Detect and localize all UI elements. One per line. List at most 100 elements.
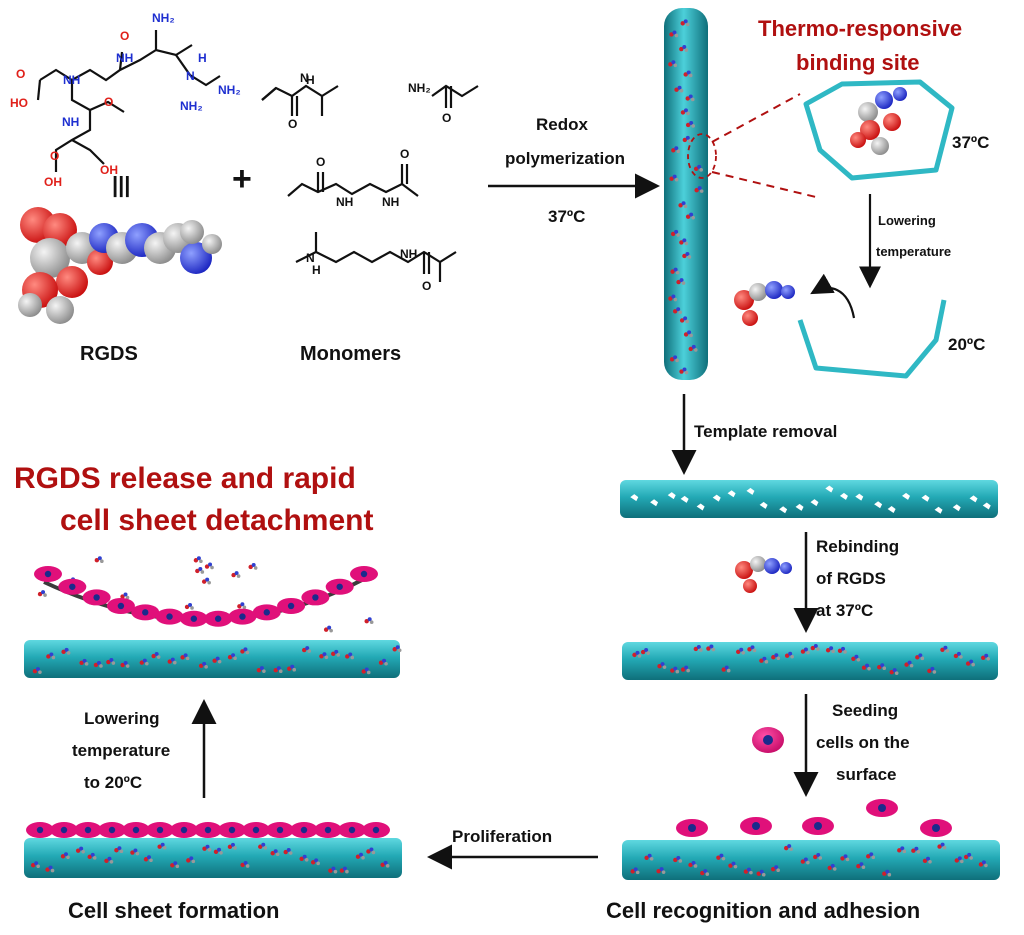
rgds-mini-molecule: [688, 860, 698, 868]
rgds-mini-molecule: [680, 19, 690, 27]
chem-nh2: NH₂: [152, 11, 175, 25]
chem-n: N: [186, 69, 195, 83]
cavity-mark: [727, 490, 736, 498]
cavity-mark: [921, 494, 930, 502]
chem-h: H: [312, 263, 321, 277]
rod-bound-rgds-markers: [668, 19, 704, 375]
rgds-mini-molecule: [940, 645, 950, 653]
cavity-mark: [630, 494, 639, 502]
rgds-mini-molecule: [212, 656, 222, 664]
rgds-mini-molecule: [106, 658, 116, 665]
label-polymerization: polymerization: [505, 149, 625, 168]
label-monomers: Monomers: [300, 343, 401, 365]
rgds-mini-molecule: [837, 646, 847, 654]
adhesion-rgds-marks: [630, 842, 988, 877]
rgds-mini-molecule: [680, 108, 690, 116]
rgds-mini-molecule: [678, 201, 688, 209]
rgds-mini-molecule: [866, 852, 876, 860]
rgds-mini-molecule: [937, 842, 947, 850]
rgds-mini-molecule: [630, 867, 640, 875]
rgds-mini-molecule: [694, 186, 704, 193]
chem-nh: NH: [116, 51, 133, 65]
rgds-mini-molecule: [157, 842, 167, 850]
cavity-mark: [680, 495, 689, 503]
detached-cell: [34, 566, 62, 582]
chem-n: N: [306, 251, 315, 265]
rgds-mini-molecule: [685, 212, 695, 220]
detached-cell: [252, 604, 281, 621]
rgds-mini-molecule: [231, 571, 241, 578]
rgds-mini-molecule: [345, 652, 355, 660]
rgds-mini-molecule: [46, 652, 56, 660]
rgds-mini-molecule: [679, 316, 689, 324]
label-release-line2: cell sheet detachment: [60, 504, 373, 537]
rgds-mini-molecule: [889, 668, 899, 675]
rgds-mini-molecule: [632, 650, 642, 658]
rgds-mini-molecule: [104, 856, 114, 864]
rgds-mini-molecule: [771, 653, 781, 661]
rgds-mini-molecule: [683, 70, 693, 78]
detached-cell: [106, 597, 135, 614]
label-redox-temp: 37ºC: [548, 207, 585, 226]
rgds-mini-molecule: [877, 663, 887, 671]
equivalence-sign: |||: [112, 172, 130, 197]
rgds-mini-molecule: [669, 30, 679, 38]
cavity-mark: [874, 501, 883, 509]
rgds-mini-molecule: [248, 562, 258, 570]
rgds-mini-molecule: [980, 653, 990, 661]
label-cell-sheet-formation: Cell sheet formation: [68, 898, 279, 923]
rgds-mini-molecule: [644, 853, 654, 861]
cavity-mark: [746, 487, 755, 495]
rgds-mini-molecule: [167, 657, 177, 665]
detached-cell: [228, 608, 257, 625]
detached-cell: [301, 589, 330, 606]
rgds-mini-molecule: [685, 120, 695, 128]
sheet-cell: [50, 822, 78, 838]
rgds-mini-molecule: [716, 853, 726, 861]
detached-cell: [155, 608, 184, 625]
rgds-mini-molecule: [79, 658, 89, 666]
rgds-mini-molecule: [954, 856, 964, 864]
chem-o: O: [120, 29, 129, 43]
cavity-mark: [650, 499, 659, 507]
rgds-mini-molecule: [927, 666, 937, 674]
rgds-mini-molecule: [682, 251, 692, 259]
adhered-cell: [740, 817, 772, 835]
rgds-mini-molecule: [392, 645, 402, 653]
rgds-mini-molecule: [302, 646, 312, 653]
cavity-mark: [825, 485, 834, 493]
rgds-mini-molecule: [680, 665, 690, 673]
rgds-mini-molecule: [700, 869, 710, 876]
rgds-mini-molecule: [728, 861, 738, 869]
rgds-mini-molecule: [240, 647, 250, 655]
cavity-mark: [982, 502, 991, 510]
rgds-mini-molecule: [60, 852, 70, 860]
adhered-cell: [676, 819, 708, 837]
rgds-mini-molecule: [378, 658, 388, 666]
rgds-mini-molecule: [151, 652, 161, 659]
rgds-mini-molecule: [240, 860, 250, 868]
rgds-mini-molecule: [856, 862, 866, 870]
chem-nh2: NH₂: [408, 81, 431, 95]
rgds-mini-molecule: [227, 842, 237, 850]
chem-o: O: [16, 67, 25, 81]
rgds-mini-molecule: [672, 307, 682, 315]
rgds-mini-molecule: [339, 866, 349, 874]
rgds-mini-molecule: [670, 229, 680, 237]
released-rgds-marks: [32, 556, 402, 675]
label-surface: surface: [836, 765, 896, 784]
rgds-mini-molecule: [180, 653, 190, 661]
label-rebinding: Rebinding: [816, 537, 899, 556]
rgds-mini-molecule: [93, 660, 103, 668]
cavity-mark: [969, 495, 978, 503]
detached-cell: [350, 566, 378, 582]
sheet-cell: [290, 822, 318, 838]
label-cold-temp: 20ºC: [948, 335, 985, 354]
rgds-mini-molecule: [258, 842, 268, 850]
rgds-mini-molecule: [897, 846, 907, 854]
cavity-mark: [759, 501, 768, 509]
cavity-mark: [952, 504, 961, 512]
label-cells-on-the: cells on the: [816, 733, 910, 752]
label-binding-site: binding site: [796, 50, 919, 75]
rgds-mini-molecule: [213, 847, 223, 855]
